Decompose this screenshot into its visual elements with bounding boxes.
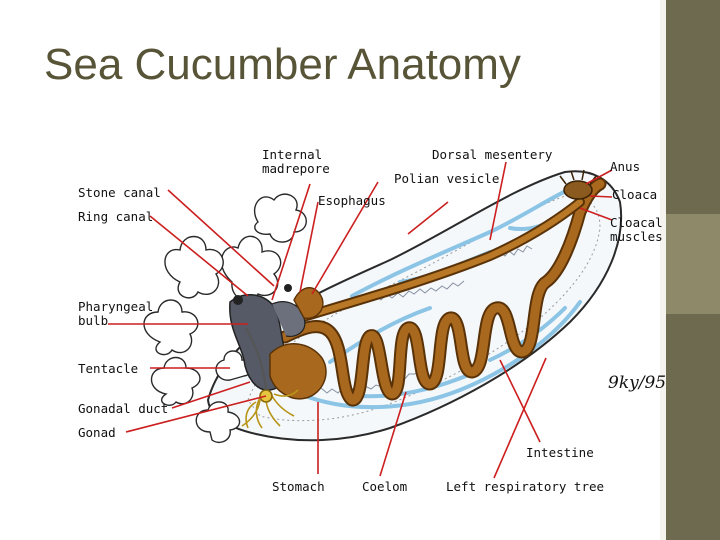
label-dorsal-mesentery: Dorsal mesentery [432,147,553,162]
slide-side-divider [660,0,666,540]
gonadal-duct-shape [245,327,267,391]
label-internal-madrepore: Internal madrepore [262,147,330,176]
label-tentacle: Tentacle [78,361,139,376]
label-esophagus: Esophagus [318,193,386,208]
label-intestine: Intestine [526,445,594,460]
anatomy-illustration [108,161,623,479]
label-pharyngeal-bulb: Pharyngeal bulb [78,299,154,328]
stomach-shape [269,343,327,400]
label-gonadal-duct: Gonadal duct [78,401,169,416]
label-gonad: Gonad [78,425,116,440]
label-leaders [108,161,613,479]
label-left-respiratory-tree: Left respiratory tree [446,479,605,494]
slide-title: Sea Cucumber Anatomy [44,40,521,89]
cloaca-shape [559,169,597,200]
label-stomach: Stomach [272,479,325,494]
label-cloacal-muscles: Cloacal muscles [610,215,663,244]
label-ring-canal: Ring canal [78,209,154,224]
label-cloaca: Cloaca [612,187,658,202]
tentacles [143,193,307,444]
artist-signature: 9ky/95 [608,373,667,393]
anatomy-figure: Internal madrepore Dorsal mesentery Anus… [60,132,680,540]
label-coelom: Coelom [362,479,408,494]
intestine [280,179,605,405]
slide-side-accent [666,214,720,314]
label-stone-canal: Stone canal [78,185,161,200]
label-anus: Anus [610,159,641,174]
label-polian-vesicle: Polian vesicle [394,171,500,186]
digestive-tract [278,177,607,407]
polian-vesicle-shape [293,287,324,319]
